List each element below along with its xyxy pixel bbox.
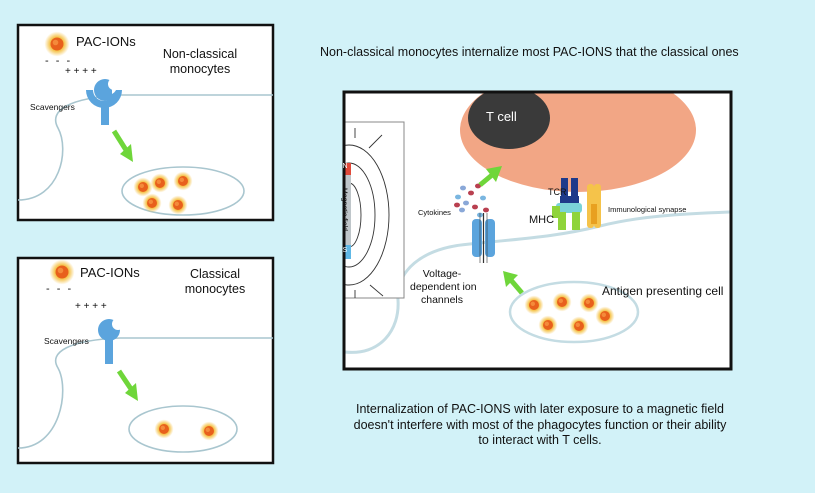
apc-label: Antigen presenting cell: [602, 284, 724, 298]
pac-ions-label: PAC-IONs: [80, 265, 140, 280]
internal-particle-icon: [595, 306, 615, 326]
magnet-body: [345, 175, 351, 245]
bottom-caption-line: Internalization of PAC-IONS with later e…: [356, 402, 724, 416]
green-arrow-icon: [478, 166, 502, 187]
ion-channels-line: channels: [420, 294, 464, 306]
internal-particle-icon: [168, 195, 188, 215]
cytokines-icon: [454, 183, 489, 218]
scavenger-receptor-icon: [98, 318, 124, 364]
ion-channel-icon: [472, 213, 495, 263]
scavenger-receptor-icon: [86, 78, 122, 125]
synapse-label: Immunological synapse: [608, 205, 687, 214]
panel-classical: [16, 256, 275, 465]
tcr-label: TCR: [548, 187, 567, 197]
internal-particle-icon: [569, 316, 589, 336]
panel-frame: [16, 256, 275, 465]
internal-particle-icon: [524, 295, 544, 315]
bottom-caption-line: to interact with T cells.: [478, 433, 602, 447]
cytokines-label: Cytokines: [418, 208, 451, 217]
negative-charges: - - -: [46, 283, 74, 295]
internal-particle-icon: [538, 315, 558, 335]
panel-center: [342, 90, 733, 371]
cell-type-label: Non-classical monocytes: [150, 47, 250, 77]
endosome: [128, 405, 238, 453]
green-arrow-icon: [116, 369, 138, 401]
internal-particle-icon: [579, 293, 599, 313]
panel-nonclassical: [16, 23, 275, 222]
pac-ions-label: PAC-IONs: [76, 34, 136, 49]
t-cell-label: T cell: [486, 109, 517, 124]
internal-particle-icon: [173, 171, 193, 191]
cell-type-line: Non-classical: [162, 47, 238, 61]
positive-charges: + + + +: [65, 66, 97, 77]
magnet-north-pole: [345, 163, 351, 175]
ion-channels-line: Voltage-: [422, 268, 462, 280]
cell-membrane: [17, 337, 273, 449]
endosome: [121, 166, 245, 216]
mhc-icon: [552, 203, 582, 230]
negative-charges: - - -: [45, 55, 73, 67]
internal-particle-icon: [142, 193, 162, 213]
top-caption: Non-classical monocytes internalize most…: [320, 45, 739, 59]
synapse-icon: [587, 184, 601, 228]
internal-particle-icon: [150, 173, 170, 193]
internal-particle-icon: [154, 419, 174, 439]
bottom-caption-line: doesn't interfere with most of the phago…: [353, 417, 727, 432]
internal-particle-icon: [552, 292, 572, 312]
bottom-caption: Internalization of PAC-IONS with later e…: [310, 402, 770, 449]
scavengers-label: Scavengers: [30, 102, 75, 112]
scavengers-label: Scavengers: [44, 336, 89, 346]
endosome: [508, 280, 640, 344]
positive-charges: + + + +: [75, 301, 107, 312]
green-arrow-icon: [111, 129, 133, 162]
cell-type-label: Classical monocytes: [170, 267, 260, 297]
mhc-label: MHC: [529, 214, 555, 226]
green-arrow-icon: [503, 271, 524, 295]
ion-channels-label: Voltage- dependent ion channels: [410, 268, 477, 307]
ion-channels-line: dependent ion: [410, 281, 477, 293]
magnet-inset: [345, 121, 405, 299]
internal-particle-icon: [199, 421, 219, 441]
magnetic-field-label: Magnetic field: [340, 187, 348, 232]
cell-type-line: Classical: [189, 267, 240, 281]
magnet-south-label: S: [342, 247, 348, 254]
pac-ion-particle-icon: [44, 31, 70, 57]
tcr-icon: [560, 178, 579, 204]
pac-ion-particle-icon: [49, 259, 75, 285]
internal-particle-icon: [133, 177, 153, 197]
magnet-north-label: N: [342, 163, 348, 170]
magnet-south-pole: [345, 245, 351, 259]
t-cell-nucleus: [468, 93, 550, 149]
cell-type-line: monocytes: [184, 282, 246, 296]
cell-type-line: monocytes: [169, 62, 231, 76]
